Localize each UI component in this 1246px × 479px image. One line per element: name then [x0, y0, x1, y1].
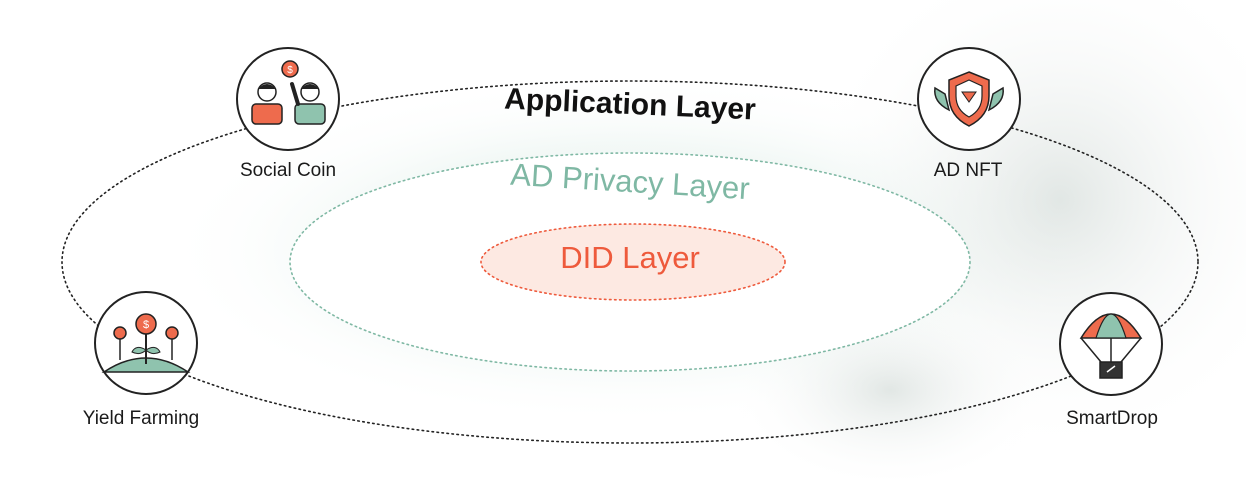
- svg-text:$: $: [287, 65, 293, 76]
- social-coin-node: $: [236, 47, 340, 151]
- social-coin-icon: $: [251, 60, 326, 125]
- yield-farming-node: $: [94, 291, 198, 395]
- ad-nft-label: AD NFT: [933, 160, 1003, 181]
- smartdrop-node: [1059, 292, 1163, 396]
- yield-farming-icon: $: [101, 313, 191, 373]
- did-layer-ring: [480, 223, 786, 301]
- svg-text:$: $: [143, 319, 149, 331]
- ad-nft-node: [917, 47, 1021, 151]
- smartdrop-label: SmartDrop: [1066, 408, 1158, 429]
- yield-farming-label: Yield Farming: [82, 408, 200, 429]
- application-layer-ring: [61, 80, 1199, 444]
- did-layer-title: DID Layer: [560, 240, 700, 275]
- social-coin-label: Social Coin: [239, 160, 337, 181]
- smartdrop-icon: [1079, 313, 1143, 379]
- ad-nft-icon: [934, 71, 1004, 127]
